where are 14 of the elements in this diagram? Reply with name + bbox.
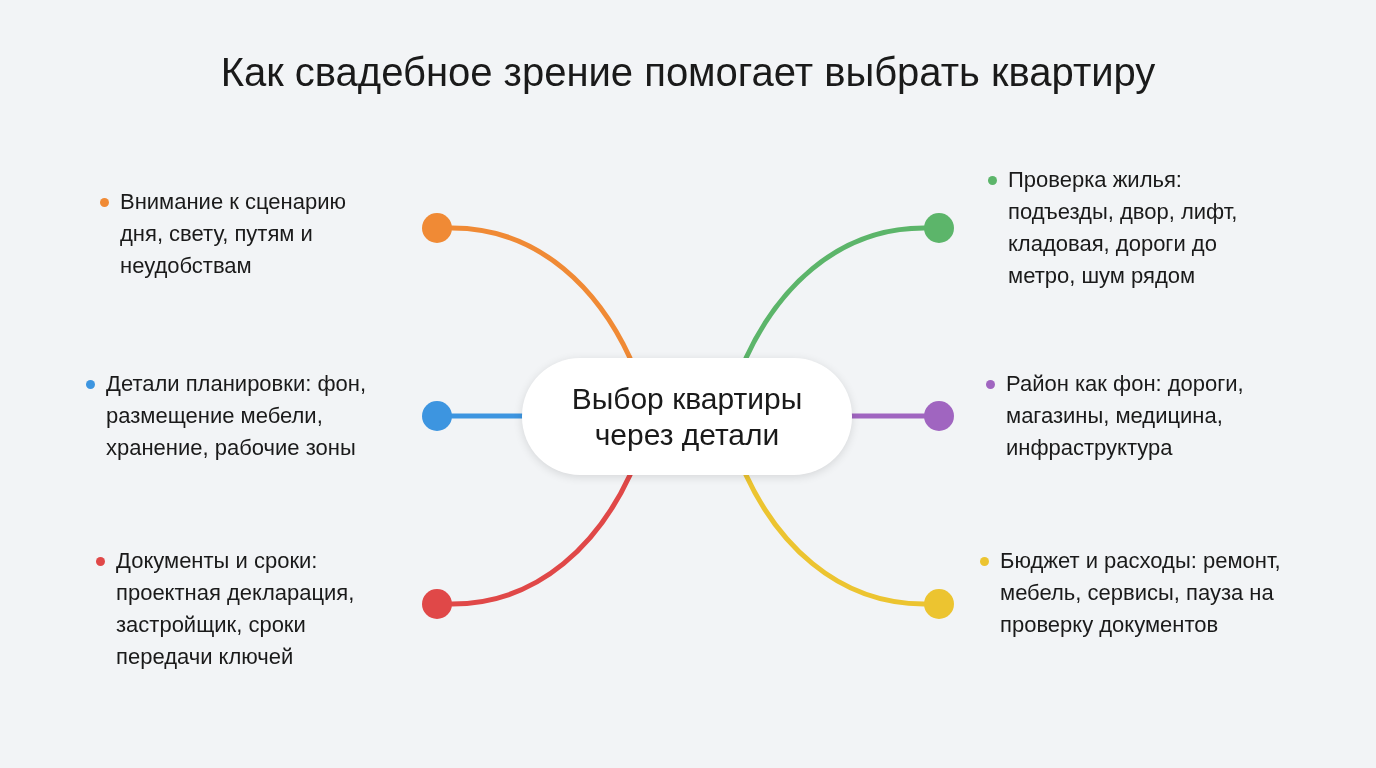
branch-dot	[924, 401, 954, 431]
branch-text: Район как фон: дороги, магазины, медицина, инфраструктура	[1006, 371, 1244, 460]
topic-text: Выбор квартиры через детали	[570, 380, 804, 453]
branch-text: Документы и сроки: проектная декларация, застройщик, сроки передачи ключей	[116, 548, 355, 669]
branch-dot	[422, 589, 452, 619]
branch-text: Проверка жилья: подъезды, двор, лифт, кладовая, дороги до метро, шум рядом	[1008, 167, 1238, 288]
branch-dot	[422, 213, 452, 243]
branch-dot	[422, 401, 452, 431]
branch-dot	[924, 589, 954, 619]
branch-text: Детали планировки: фон, размещение мебели, хранение, рабочие зоны	[106, 371, 367, 460]
branch-text: Внимание к сценарию дня, свету, путям и неудобствам	[120, 189, 346, 278]
branch-text: Бюджет и расходы: ремонт, мебель, сервисы, пауза на проверку документов	[1000, 548, 1281, 637]
title: Как свадебное зрение помогает выбрать квартиру	[219, 50, 1157, 95]
branch-dot	[924, 213, 954, 243]
